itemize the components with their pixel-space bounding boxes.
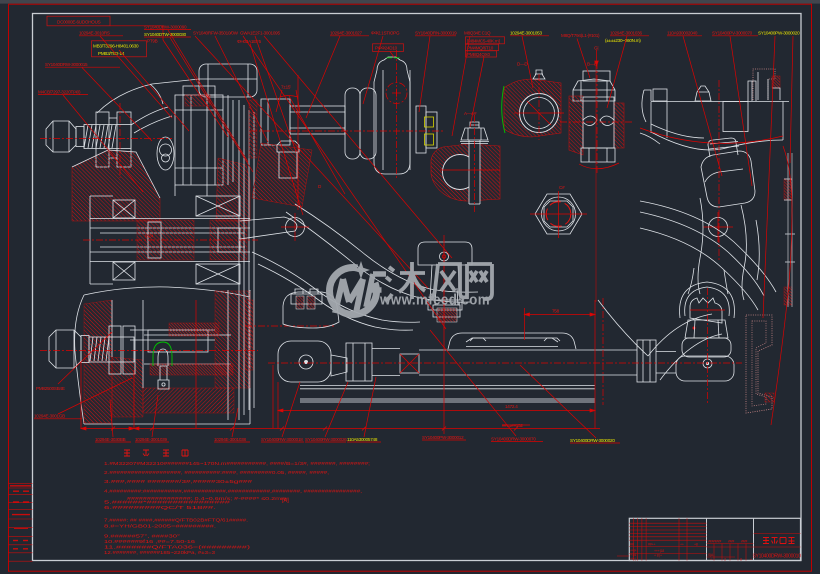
svg-text:##: ## [728,539,734,543]
svg-text:DC0000E-6UDOHOUS: DC0000E-6UDOHOUS [57,19,101,24]
svg-text:(±±±±230~260N.m): (±±±±230~260N.m) [605,38,641,43]
svg-text:++: ++ [680,543,684,547]
svg-text:1472.4: 1472.4 [505,404,518,409]
svg-text:GWA1E2F1-3001095: GWA1E2F1-3001095 [240,31,280,36]
svg-text:####: #### [708,539,721,543]
svg-text:10294E-3001036: 10294E-3001036 [610,31,642,36]
svg-text:10294E-3001053: 10294E-3001053 [510,31,542,36]
svg-text:ΦΦ2.1STIOPG: ΦΦ2.1STIOPG [371,31,400,36]
svg-text:C#: C# [559,185,565,190]
svg-text:M8Q/T794(L1-|#101): M8Q/T794(L1-|#101) [561,33,600,38]
svg-text:##: ## [630,543,634,547]
svg-text:G|: G| [594,46,598,51]
svg-text:################: 0.4~0.6m/s;: ################: 0.4~0.6m/s; #-####* ≤0… [127,496,289,502]
svg-text:7±15': 7±15' [281,85,291,90]
svg-text:SY10400RW-3000026: SY10400RW-3000026 [305,437,347,442]
svg-text:www.mfeed.com: www.mfeed.com [379,293,490,309]
svg-text:PM4MQ/6T10: PM4MQ/6T10 [467,45,494,50]
svg-text:+: + [750,558,752,562]
svg-text:SY10400DRW-3000010: SY10400DRW-3000010 [753,554,802,560]
svg-text:7.#####: ## ####,######Q/FTB02: 7.#####: ## ####,######Q/FTB02B#FTQ/61##… [104,518,248,524]
svg-text:+++|18: +++|18 [654,549,664,553]
svg-text:M8Q34E C1Q: M8Q34E C1Q [464,30,491,35]
svg-text:MB3/T3296-H8401.0630: MB3/T3296-H8401.0630 [93,43,139,48]
svg-text:PM82500SB4E: PM82500SB4E [36,386,65,391]
svg-text:+8: +8 [694,543,698,547]
svg-text:S|A: S|A [708,553,714,557]
svg-text:D—D: D—D [517,62,528,67]
svg-text:12.#######, ######185~220kPa,: 12.#######, ######185~220kPa, #±3=3 [104,550,215,556]
svg-text:+ 8 |+: + 8 |+ [654,554,662,558]
svg-text:##±±##152: ##±±##152 [502,423,523,428]
svg-text:+: + [710,558,712,562]
svg-text:SY1040DRW-3000015: SY1040DRW-3000015 [45,62,88,67]
svg-text:3: 3 [724,558,726,562]
svg-text:++|+: ++|+ [630,549,637,553]
svg-text:4.#########:###########,######: 4.#########:###########,############,###… [104,488,362,494]
svg-text:[A]: [A] [282,498,289,504]
svg-text:SY1040DRW-3000090: SY1040DRW-3000090 [144,24,187,29]
svg-text:10294E-3001038: 10294E-3001038 [214,437,246,442]
svg-text:SY10400DRW-3000020: SY10400DRW-3000020 [570,438,615,443]
svg-text:10294E-3010RS: 10294E-3010RS [79,31,110,36]
svg-text:1.#M32207#M32210#######145~170: 1.#M32207#M32210#######145~170N.m#######… [104,461,370,467]
svg-text:SY1040DTW-3000030: SY1040DTW-3000030 [144,32,187,37]
svg-text:PT9B: PT9B [147,38,158,43]
svg-text:SY1040RFW-35010/0W: SY1040RFW-35010/0W [193,31,239,36]
svg-text:SY10400PW-3000020: SY10400PW-3000020 [758,31,800,36]
svg-text:SY10400DRW-3000070: SY10400DRW-3000070 [491,437,536,442]
svg-text:SY10400PW-3000012: SY10400PW-3000012 [422,435,464,440]
svg-text:10294E-3001027: 10294E-3001027 [330,31,362,36]
svg-text:[M84MC5-40K.m]: [M84MC5-40K.m] [467,38,500,43]
svg-text:110A530005748: 110A530005748 [347,437,378,442]
svg-text:8: 8 [740,558,742,562]
svg-text:10294E-3030BB: 10294E-3030BB [95,437,126,442]
svg-text:SY1040DRN-3000019: SY1040DRN-3000019 [415,31,457,36]
svg-text:##++: ##++ [648,543,655,547]
svg-text:2.####################, ######: 2.####################, ##########:####,… [104,470,329,476]
svg-text:SY10400PV-3000070: SY10400PV-3000070 [712,31,753,36]
svg-text:M24: M24 [145,234,154,239]
svg-text:D: D [318,184,322,189]
svg-text:PMB3/TB2-14: PMB3/TB2-14 [98,51,125,56]
svg-text:10.######9f16 ,##=7.50-16: 10.######9f16 ,##=7.50-16 [104,539,195,545]
svg-text:11.#######Q/FTA036=(#########): 11.#######Q/FTA036=(#########) [104,544,251,550]
svg-text:+:|.6: +:|.6 [630,553,636,557]
svg-text:6.#########QC/T 518##.: 6.#########QC/T 518##. [104,505,216,511]
svg-text:ΦH03A1EF5: ΦH03A1EF5 [237,39,262,44]
svg-text:758: 758 [552,308,560,313]
svg-text:##: ## [741,539,747,543]
svg-text:A—A#: A—A# [464,111,477,116]
svg-text:+/+|: +/+| [630,557,636,561]
svg-text:5.######*################: 5.######*################ [104,500,231,506]
svg-text:9.######57°, ####30°: 9.######57°, ####30° [104,533,180,539]
svg-text:10294E-3001039: 10294E-3001039 [135,437,167,442]
svg-text:PΦΦ24D10: PΦΦ24D10 [375,46,398,51]
svg-text:110A930002040: 110A930002040 [667,31,698,36]
svg-text:SY10400RW-3000018: SY10400RW-3000018 [261,437,303,442]
svg-text:10294E-3001GB: 10294E-3001GB [34,414,65,419]
svg-text:PM8Q4QX0: PM8Q4QX0 [467,52,490,57]
svg-text:M4CB/7297-3220T(40): M4CB/7297-3220T(40) [38,89,81,94]
svg-text:3.###,#### #######/3#,#####30±: 3.###,#### #######/3#,#####30±5g### [104,479,252,485]
svg-text:B—B: B—B [587,62,597,67]
svg-text:8.#=YH/GB01-2005=#########.: 8.#=YH/GB01-2005=#########. [104,523,216,529]
